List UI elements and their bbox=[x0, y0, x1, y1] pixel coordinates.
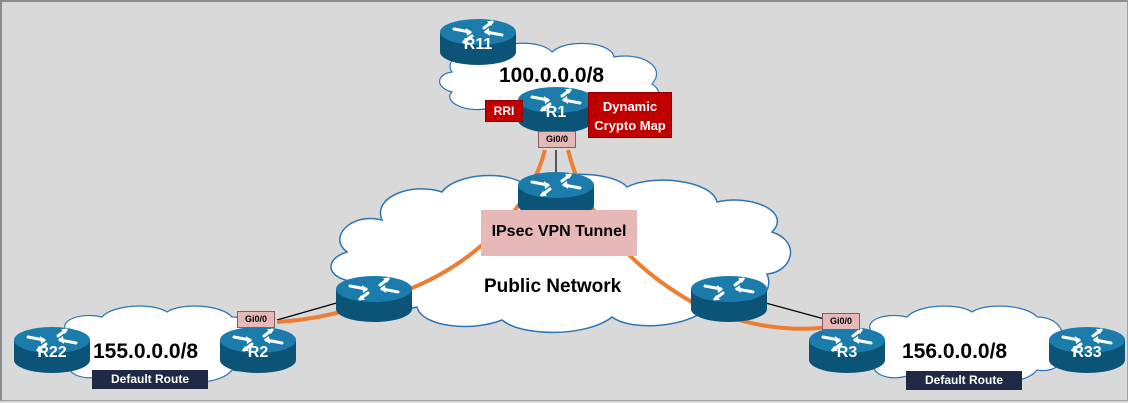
router-label-r33: R33 bbox=[1072, 344, 1102, 361]
router-label-r1: R1 bbox=[545, 104, 567, 121]
left-network-label: 155.0.0.0/8 bbox=[93, 340, 199, 363]
router-label-r2: R2 bbox=[247, 344, 269, 361]
dynamic-crypto-map-line2: Crypto Map bbox=[594, 118, 666, 133]
router-label-r22: R22 bbox=[37, 344, 67, 361]
dynamic-crypto-map-line1: Dynamic bbox=[602, 99, 658, 114]
right-network-label: 156.0.0.0/8 bbox=[902, 340, 1008, 363]
default-route-left-label: Default Route bbox=[92, 370, 208, 389]
dynamic-crypto-map-label: Dynamic Crypto Map bbox=[588, 92, 672, 138]
link-r2-public bbox=[276, 299, 348, 321]
hub-network-label: 100.0.0.0/8 bbox=[499, 64, 605, 87]
default-route-right-label: Default Route bbox=[906, 371, 1022, 390]
interface-r2-gi0-0: Gi0/0 bbox=[237, 311, 275, 328]
router-isp-right bbox=[689, 274, 769, 324]
rri-label: RRI bbox=[485, 100, 523, 122]
router-label-r11: R11 bbox=[463, 36, 493, 53]
link-r3-public bbox=[761, 301, 829, 321]
router-label-r3: R3 bbox=[836, 344, 858, 361]
ipsec-tunnel-label: IPsec VPN Tunnel bbox=[481, 210, 637, 256]
public-network-label: Public Network bbox=[484, 276, 622, 297]
router-isp-left bbox=[334, 274, 414, 324]
interface-r3-gi0-0: Gi0/0 bbox=[822, 313, 860, 330]
interface-r1-gi0-0: Gi0/0 bbox=[538, 131, 576, 148]
